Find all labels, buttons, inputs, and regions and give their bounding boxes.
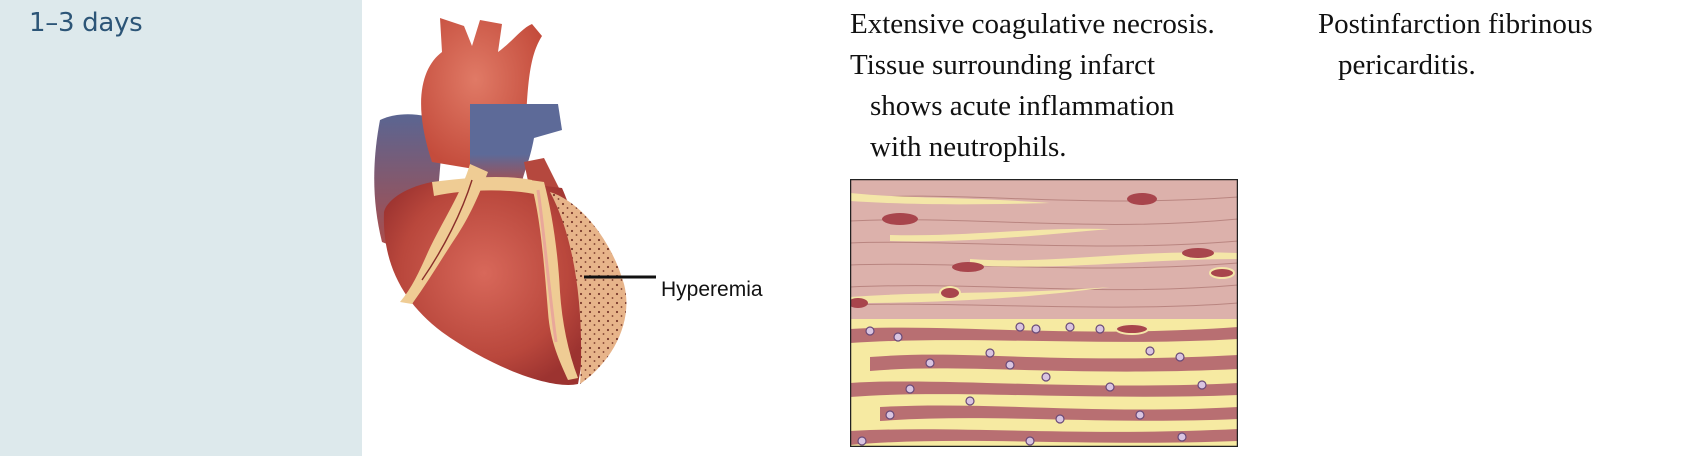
hyperemia-callout: Hyperemia (661, 278, 763, 301)
microscopic-line-4: with neutrophils. (870, 131, 1067, 163)
atrioventricular-groove (432, 176, 534, 196)
pulmonary-artery (470, 104, 562, 188)
microscopic-line-2: Tissue surrounding infarct (850, 49, 1156, 81)
infarct-region (550, 192, 627, 384)
stage-label: 1–3 days (29, 8, 143, 38)
microscopic-line-3: shows acute inflammation (870, 90, 1175, 122)
coronary-artery (536, 189, 558, 343)
neutrophils (857, 322, 1207, 446)
histology-image (850, 179, 1238, 447)
stage-column: 1–3 days (0, 0, 362, 456)
complication-line-1: Postinfarction fibrinous (1318, 8, 1593, 40)
myocyte-bands (850, 327, 1238, 445)
complications-description: Postinfarction fibrinous pericarditis. (1318, 4, 1593, 86)
ventricles (383, 182, 585, 385)
necrotic-nucleus (882, 213, 918, 225)
histology-frame (850, 179, 1238, 447)
microscopic-line-1: Extensive coagulative necrosis. (850, 8, 1215, 40)
heart-illustration (374, 18, 656, 385)
complication-line-2: pericarditis. (1338, 49, 1476, 81)
microscopic-description: Extensive coagulative necrosis. Tissue s… (850, 4, 1215, 168)
